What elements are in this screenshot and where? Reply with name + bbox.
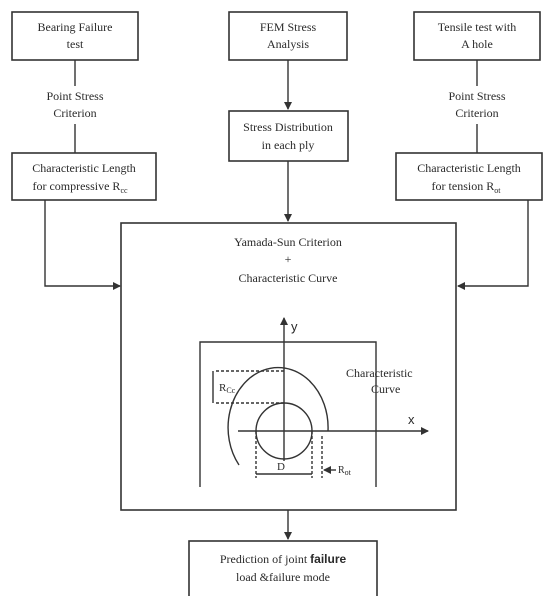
- prediction-line2: load &failure mode: [236, 570, 330, 584]
- char-length-compressive-box: Characteristic Length for compressive Rc…: [11, 152, 157, 201]
- fem-stress-box: FEM Stress Analysis: [228, 11, 348, 61]
- char-length-compressive-line2: for compressive Rcc: [32, 179, 128, 195]
- bearing-failure-line2: test: [67, 37, 84, 51]
- point-stress-left-line2: Criterion: [53, 106, 96, 120]
- point-stress-right-label: Point Stress Criterion: [448, 89, 505, 120]
- tensile-test-box: Tensile test with A hole: [413, 11, 541, 61]
- bearing-failure-box: Bearing Failure test: [11, 11, 139, 61]
- curve-label-line1: Characteristic: [346, 366, 413, 380]
- point-stress-right-line2: Criterion: [455, 106, 498, 120]
- stress-distribution-box: Stress Distribution in each ply: [228, 110, 349, 162]
- curve-label-line2: Curve: [371, 382, 400, 396]
- char-length-tension-box: Characteristic Length for tension Rot: [395, 152, 543, 201]
- fem-stress-line1: FEM Stress: [260, 20, 317, 34]
- main-line2: +: [285, 252, 292, 266]
- plate-outline: [199, 341, 377, 487]
- point-stress-right-line1: Point Stress: [448, 89, 505, 103]
- char-length-tension-line2: for tension Rot: [432, 179, 502, 195]
- arrow-tension-to-main: [457, 200, 529, 290]
- prediction-box: Prediction of joint failure load &failur…: [188, 540, 378, 596]
- main-line3: Characteristic Curve: [239, 271, 338, 285]
- rot-label: Rot: [338, 465, 352, 477]
- tensile-test-line2: A hole: [461, 37, 493, 51]
- main-line1: Yamada-Sun Criterion: [234, 235, 342, 249]
- y-axis-label: y: [291, 319, 298, 334]
- characteristic-curve-diagram: y x RCc D Rot Characteristic Curve: [199, 317, 429, 487]
- arrow-compressive-to-main: [44, 200, 121, 290]
- tensile-test-line1: Tensile test with: [438, 20, 516, 34]
- x-axis-label: x: [408, 412, 415, 427]
- stress-distribution-line2: in each ply: [262, 138, 315, 152]
- point-stress-left-line1: Point Stress: [46, 89, 103, 103]
- bearing-failure-line1: Bearing Failure: [38, 20, 113, 34]
- rcc-label: RCc: [219, 382, 236, 395]
- prediction-line1: Prediction of joint failure: [220, 552, 347, 566]
- diameter-label: D: [277, 461, 285, 473]
- stress-distribution-line1: Stress Distribution: [243, 120, 333, 134]
- char-length-compressive-line1: Characteristic Length: [32, 161, 136, 175]
- main-criterion-box: Yamada-Sun Criterion + Characteristic Cu…: [120, 222, 457, 511]
- char-length-tension-line1: Characteristic Length: [417, 161, 521, 175]
- point-stress-left-label: Point Stress Criterion: [46, 89, 103, 120]
- fem-stress-line2: Analysis: [267, 37, 309, 51]
